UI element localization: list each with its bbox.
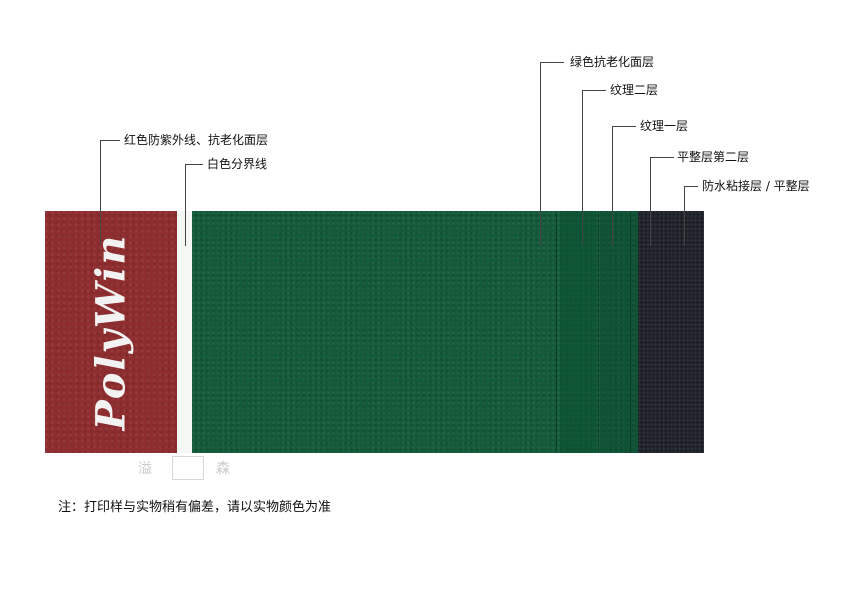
leader-line-white-line <box>185 164 186 246</box>
watermark-text-left: 溢 <box>138 461 152 477</box>
leader-line-green-layer <box>540 62 541 246</box>
texture-layer-band <box>560 211 596 453</box>
leader-line-texture-2 <box>582 90 583 246</box>
watermark-text-right: 森 <box>216 461 230 477</box>
label-texture-layer-1: 纹理一层 <box>640 119 689 133</box>
label-texture-layer-2: 纹理二层 <box>610 83 659 97</box>
watermark-logo-box <box>172 456 204 480</box>
waterproof-base-panel <box>638 211 704 453</box>
leader-tick-green-layer <box>540 62 564 63</box>
leader-tick-leveling-2 <box>650 157 674 158</box>
label-green-anti-aging-layer: 绿色抗老化面层 <box>570 55 655 69</box>
layer-seam <box>598 211 599 453</box>
leader-line-texture-1 <box>612 126 613 246</box>
leader-tick-texture-2 <box>582 90 606 91</box>
label-red-uv-layer: 红色防紫外线、抗老化面层 <box>124 133 269 147</box>
leader-tick-waterproof <box>684 186 698 187</box>
white-boundary-line-panel <box>177 211 192 453</box>
leader-tick-red-layer <box>100 140 120 141</box>
label-leveling-layer-2: 平整层第二层 <box>677 150 750 164</box>
leader-tick-white-line <box>185 164 203 165</box>
leveling-layer-band <box>600 211 638 453</box>
red-uv-surface-panel <box>45 211 177 453</box>
brand-logo: PolyWin <box>87 233 135 431</box>
label-waterproof-bonding-layer: 防水粘接层 / 平整层 <box>702 179 810 193</box>
leader-line-red-layer <box>100 140 101 244</box>
leader-line-leveling-2 <box>650 157 651 246</box>
leader-tick-texture-1 <box>612 126 636 127</box>
leader-line-waterproof <box>684 186 685 246</box>
label-white-boundary-line: 白色分界线 <box>207 157 268 171</box>
layer-seam <box>630 211 631 453</box>
footnote: 注：打印样与实物稍有偏差，请以实物颜色为准 <box>58 500 332 515</box>
layer-seam <box>556 211 557 453</box>
